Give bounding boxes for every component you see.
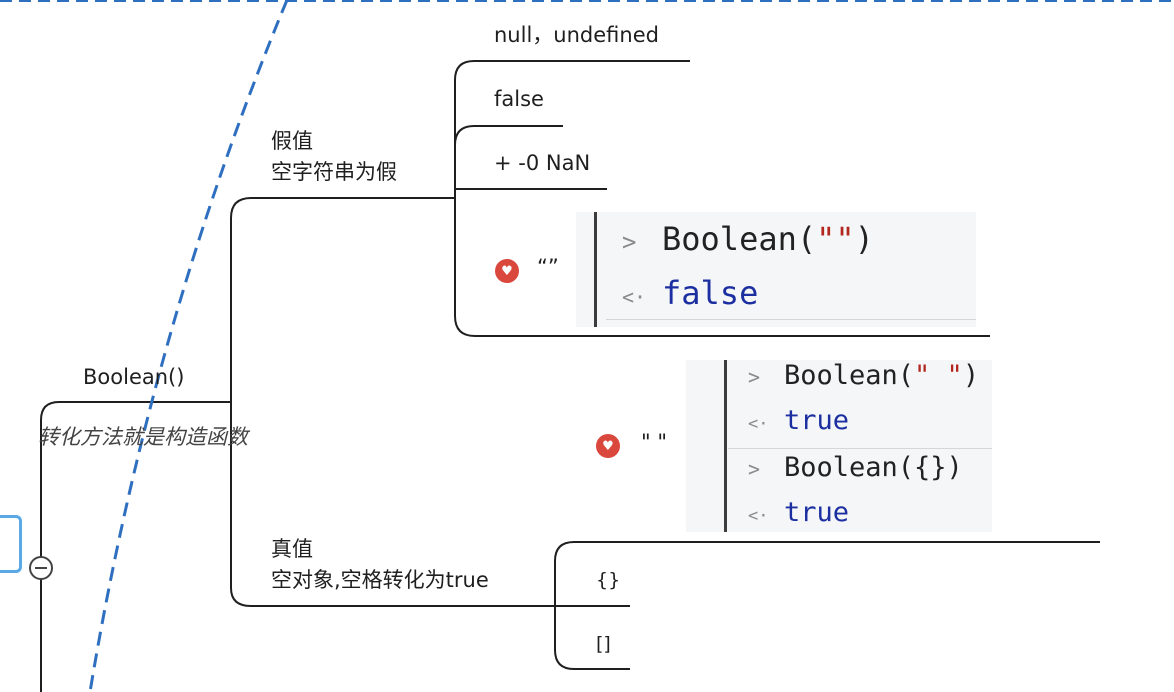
truthy-item-object[interactable]: {} — [596, 569, 621, 591]
falsy-item-zero-nan[interactable]: + -0 NaN — [494, 151, 591, 175]
topic-title[interactable]: Boolean() — [83, 365, 185, 389]
console-output-row: <·true — [748, 405, 850, 436]
falsy-item-null-undefined[interactable]: null，undefined — [494, 23, 659, 47]
falsy-item-false[interactable]: false — [494, 87, 544, 111]
space-string-label[interactable]: " " — [641, 430, 667, 454]
console-output-row: <·true — [748, 497, 850, 528]
heart-icon: ♥ — [495, 259, 519, 283]
output-chevron-icon: <· — [748, 506, 769, 526]
root-node-edge[interactable] — [0, 515, 22, 573]
input-chevron-icon: > — [748, 365, 761, 389]
collapse-button[interactable] — [29, 556, 53, 580]
console-input-row: >Boolean("") — [622, 220, 874, 258]
truthy-subtitle: 空对象,空格转化为true — [271, 568, 489, 592]
console-input-row: >Boolean(" ") — [748, 360, 980, 391]
topic-note: 转化方法就是构造函数 — [38, 425, 248, 449]
falsy-subtitle: 空字符串为假 — [271, 160, 397, 184]
console-output-row: <·false — [622, 274, 759, 312]
truthy-item-array[interactable]: [] — [596, 633, 611, 655]
heart-icon: ♥ — [596, 434, 620, 458]
truthy-title[interactable]: 真值 — [271, 537, 313, 561]
input-chevron-icon: > — [748, 457, 761, 481]
console-screenshot-space-string: >Boolean(" ") <·true >Boolean({}) <·true — [686, 360, 992, 532]
input-chevron-icon: > — [622, 228, 637, 256]
output-chevron-icon: <· — [748, 414, 769, 434]
console-screenshot-empty-string: >Boolean("") <·false — [576, 212, 976, 327]
falsy-item-empty-string[interactable]: “” — [537, 255, 559, 279]
output-chevron-icon: <· — [622, 285, 647, 309]
console-input-row: >Boolean({}) — [748, 452, 963, 483]
falsy-title[interactable]: 假值 — [271, 129, 313, 153]
